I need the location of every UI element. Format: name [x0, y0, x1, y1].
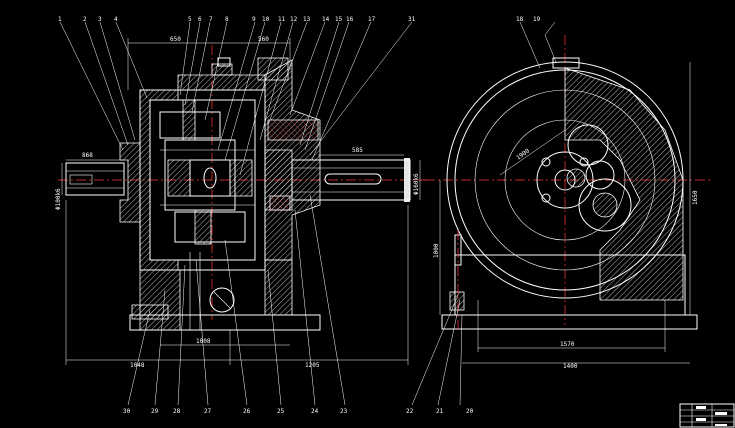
dim-1205: 1205: [305, 362, 320, 369]
label-12: 12: [290, 16, 298, 23]
label-23: 23: [340, 408, 348, 415]
label-31: 31: [408, 16, 416, 23]
section-view: [58, 45, 430, 331]
top-leaders: [59, 21, 413, 176]
label-3: 3: [98, 16, 102, 23]
label-25: 25: [277, 408, 285, 415]
label-26: 26: [243, 408, 251, 415]
dim-1650-vertical: 1650: [692, 190, 699, 205]
label-28: 28: [173, 408, 181, 415]
top-part-labels: 1 2 3 4 5 6 7 8 9 10 11 12 13 14 15 16 1…: [58, 16, 541, 23]
label-13: 13: [303, 16, 311, 23]
label-17: 17: [368, 16, 376, 23]
dim-1570: 1570: [560, 341, 575, 348]
label-30: 30: [123, 408, 131, 415]
section-dimensions: [61, 38, 421, 365]
label-8: 8: [225, 16, 229, 23]
dim-left-vertical: Φ100k6: [55, 188, 62, 210]
title-block: [679, 403, 735, 428]
label-1: 1: [58, 16, 62, 23]
label-14: 14: [322, 16, 330, 23]
label-24: 24: [311, 408, 319, 415]
dim-1400: 1400: [563, 363, 578, 370]
dim-650: 650: [170, 36, 181, 43]
label-9: 9: [252, 16, 256, 23]
label-2: 2: [83, 16, 87, 23]
label-21: 21: [436, 408, 444, 415]
label-19: 19: [533, 16, 541, 23]
label-16: 16: [346, 16, 354, 23]
label-4: 4: [114, 16, 118, 23]
end-view: [425, 35, 710, 330]
label-20: 20: [466, 408, 474, 415]
label-15: 15: [335, 16, 343, 23]
label-6: 6: [198, 16, 202, 23]
dim-1008: 1008: [196, 338, 211, 345]
dim-868: 868: [82, 152, 93, 159]
dim-1048: 1048: [130, 362, 145, 369]
label-18: 18: [516, 16, 524, 23]
bottom-part-labels: 30 29 28 27 26 25 24 23 22 21 20: [123, 408, 474, 415]
dim-1000-vertical: 1000: [433, 243, 440, 258]
label-7: 7: [209, 16, 213, 23]
label-5: 5: [188, 16, 192, 23]
label-27: 27: [204, 408, 212, 415]
label-10: 10: [262, 16, 270, 23]
dim-560: 560: [258, 36, 269, 43]
label-29: 29: [151, 408, 159, 415]
dim-1900-radius: 1900: [515, 147, 531, 161]
label-11: 11: [278, 16, 286, 23]
end-view-dimensions: [411, 21, 691, 406]
label-22: 22: [406, 408, 414, 415]
bottom-leaders: [127, 194, 346, 406]
dim-shaft-vertical: Φ160k6: [413, 173, 420, 195]
dimension-texts: 650 560 868 585 Φ100k6 Φ160k6 1048 1008 …: [55, 36, 699, 370]
dim-585: 585: [352, 147, 363, 154]
